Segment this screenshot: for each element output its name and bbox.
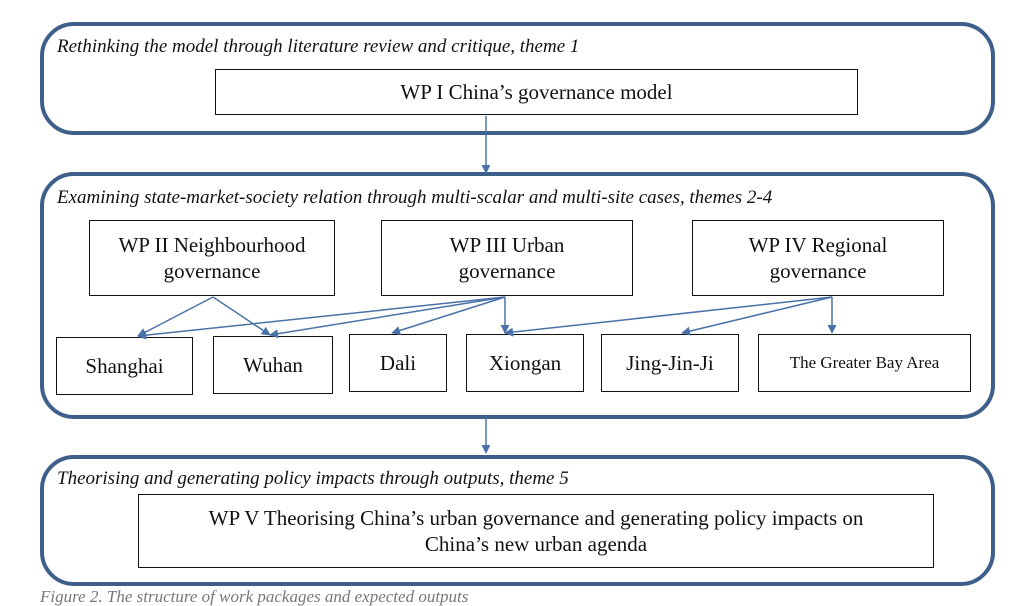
wp4-label: WP IV Regional governance: [748, 232, 888, 283]
panel-theme-5-title: Theorising and generating policy impacts…: [57, 468, 569, 489]
wp3-label: WP III Urban governance: [449, 232, 565, 283]
wp1-label: WP I China’s governance model: [400, 79, 673, 104]
case-shanghai: Shanghai: [56, 337, 193, 395]
case-greater-bay-area-label: The Greater Bay Area: [789, 353, 940, 373]
wp2-box: WP II Neighbourhood governance: [89, 220, 335, 296]
case-wuhan-label: Wuhan: [243, 352, 303, 377]
case-jing-jin-ji-label: Jing-Jin-Ji: [626, 350, 714, 375]
panel-themes-2-4-title: Examining state-market-society relation …: [57, 187, 773, 208]
case-shanghai-label: Shanghai: [85, 353, 164, 378]
figure-caption: Figure 2. The structure of work packages…: [40, 587, 469, 606]
wp5-box: WP V Theorising China’s urban governance…: [138, 494, 934, 568]
case-dali: Dali: [349, 334, 447, 392]
wp2-label: WP II Neighbourhood governance: [118, 232, 306, 283]
wp5-label: WP V Theorising China’s urban governance…: [208, 505, 864, 556]
case-wuhan: Wuhan: [213, 336, 333, 394]
case-xiongan: Xiongan: [466, 334, 584, 392]
case-jing-jin-ji: Jing-Jin-Ji: [601, 334, 739, 392]
wp1-box: WP I China’s governance model: [215, 69, 858, 115]
case-greater-bay-area: The Greater Bay Area: [758, 334, 971, 392]
panel-theme-1-title: Rethinking the model through literature …: [57, 36, 580, 57]
case-xiongan-label: Xiongan: [488, 350, 562, 375]
wp4-box: WP IV Regional governance: [692, 220, 944, 296]
wp3-box: WP III Urban governance: [381, 220, 633, 296]
case-dali-label: Dali: [379, 350, 417, 375]
